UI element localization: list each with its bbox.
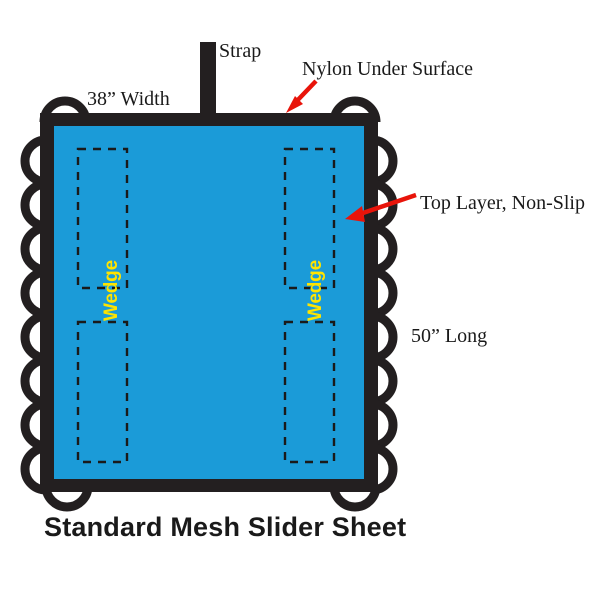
- loop-right-3: [371, 223, 398, 275]
- wedge-outline-left-lower: [76, 320, 129, 464]
- diagram-title: Standard Mesh Slider Sheet: [44, 512, 407, 542]
- loop-left-3: [20, 223, 47, 275]
- loop-group-bottom-corners: [41, 485, 381, 512]
- loop-group-left: [20, 135, 47, 495]
- loop-left-5: [20, 311, 47, 363]
- strap-shape: [200, 42, 216, 122]
- loop-left-8: [20, 443, 47, 495]
- wedge-label-right: Wedge: [305, 260, 326, 321]
- annotation-width-dimension: 38” Width: [87, 88, 170, 110]
- loop-right-1: [371, 135, 398, 187]
- wedge-outline-group: [76, 147, 336, 464]
- arrow-nylon-under-surface: [286, 79, 318, 113]
- annotation-nylon-under-surface: Nylon Under Surface: [302, 58, 474, 80]
- loop-group-right: [371, 135, 398, 495]
- loop-right-7: [371, 399, 398, 451]
- loop-bottom-left: [41, 485, 93, 512]
- wedge-label-left: Wedge: [101, 260, 122, 321]
- loop-right-6: [371, 355, 398, 407]
- wedge-outline-right-lower: [283, 320, 336, 464]
- annotation-length-dimension: 50” Long: [411, 325, 488, 347]
- loop-right-4: [371, 267, 398, 319]
- callout-arrow-group: [286, 79, 417, 222]
- loop-bottom-right: [329, 485, 381, 512]
- annotation-top-layer-non-slip: Top Layer, Non-Slip: [420, 192, 585, 214]
- wedge-outline-right-upper: [283, 147, 336, 290]
- loop-left-1: [20, 135, 47, 187]
- top-layer-surface: [54, 126, 364, 479]
- loop-left-7: [20, 399, 47, 451]
- loop-right-5: [371, 311, 398, 363]
- wedge-outline-left-upper: [76, 147, 129, 290]
- annotation-strap: Strap: [219, 40, 262, 62]
- arrow-top-layer-non-slip: [345, 192, 417, 222]
- loop-left-4: [20, 267, 47, 319]
- loop-left-2: [20, 179, 47, 231]
- loop-left-6: [20, 355, 47, 407]
